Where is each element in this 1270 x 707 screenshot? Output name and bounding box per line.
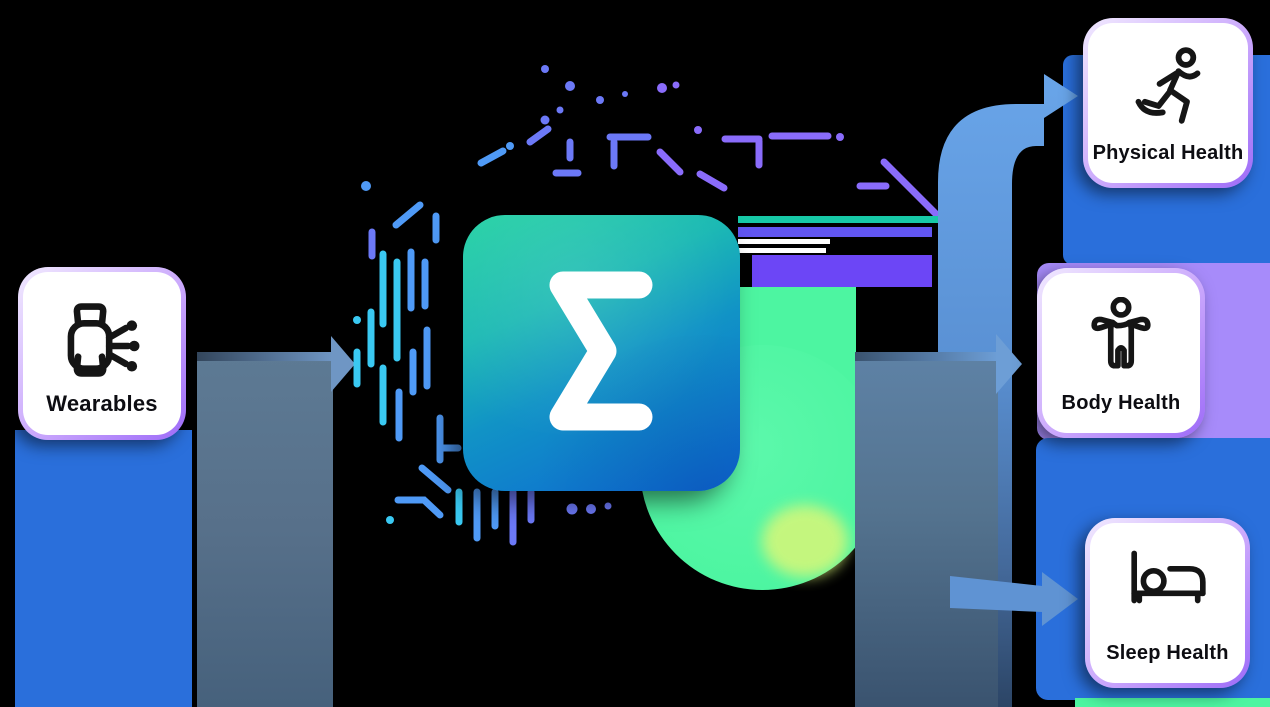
- teal-glitch-band: [738, 216, 958, 223]
- arrow-app-to-sleep: [950, 572, 1078, 626]
- arrow-app-to-body-body: [855, 352, 998, 707]
- white-glitch-stripe: [738, 239, 830, 244]
- smartwatch-data-icon: [67, 303, 140, 377]
- sleep-health-card: Sleep Health: [1085, 518, 1250, 688]
- wearables-label: Wearables: [46, 391, 158, 416]
- physical-health-label: Physical Health: [1092, 142, 1244, 164]
- wearables-card: Wearables: [18, 267, 186, 440]
- app-logo-tile: [463, 215, 740, 491]
- sleep-health-label: Sleep Health: [1106, 642, 1229, 664]
- bottom-green-sliver: [1075, 698, 1270, 707]
- wearables-underlay-panel: [15, 430, 192, 707]
- physical-health-card: Physical Health: [1083, 18, 1253, 188]
- indigo-glitch-band-2: [752, 255, 932, 287]
- arrow-app-to-body-head: [996, 334, 1022, 394]
- standing-body-icon: [1091, 297, 1151, 369]
- indigo-glitch-band: [738, 227, 932, 237]
- body-health-card: Body Health: [1037, 268, 1205, 438]
- body-health-label: Body Health: [1061, 392, 1181, 414]
- arrow-app-to-body-topline: [855, 352, 998, 361]
- arrow-wearables-to-app-head: [331, 336, 355, 392]
- arrow-wearables-to-app-body: [197, 352, 333, 707]
- bed-sleep-icon: [1130, 550, 1206, 604]
- runner-icon: [1135, 47, 1201, 124]
- arrow-wearables-to-app-topline: [197, 352, 333, 361]
- yellow-glow-sliver: [762, 505, 848, 577]
- white-glitch-stripe: [738, 248, 826, 253]
- sigma-app-logo: [549, 271, 653, 431]
- circuit-traces-decoration: [353, 65, 951, 546]
